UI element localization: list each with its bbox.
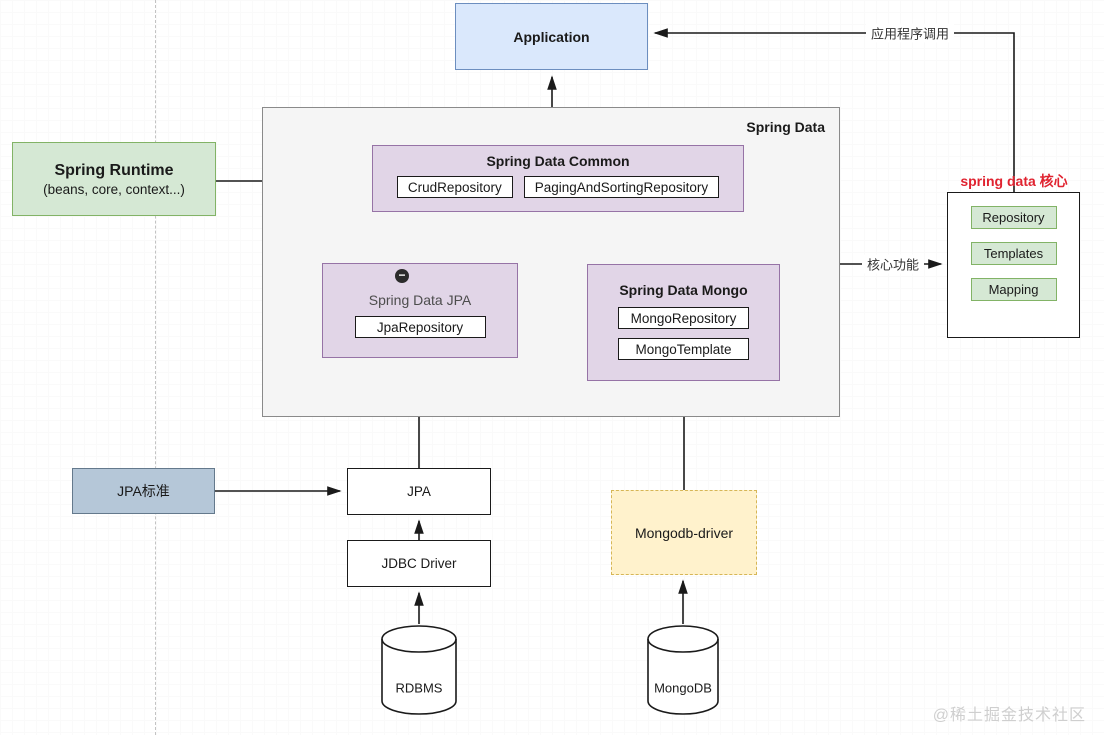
spring-runtime-node: Spring Runtime (beans, core, context...) xyxy=(12,142,216,216)
edge-label-core-function: 核心功能 xyxy=(861,254,925,274)
jdbc-driver-node: JDBC Driver xyxy=(347,540,491,587)
mongorepository-chip: MongoRepository xyxy=(618,307,749,329)
application-label: Application xyxy=(513,28,590,45)
spring-data-container-label: Spring Data xyxy=(746,119,825,135)
jpa-node: JPA xyxy=(347,468,491,515)
watermark: @稀土掘金技术社区 xyxy=(932,707,1086,724)
mongo-module-title: Spring Data Mongo xyxy=(619,282,748,298)
edge-corepanel-to-application xyxy=(653,28,1015,192)
jpa-standard-label: JPA标准 xyxy=(117,483,170,499)
collapse-minus-icon[interactable]: − xyxy=(395,269,409,283)
spring-data-common-node: Spring Data Common CrudRepository Paging… xyxy=(372,145,744,212)
runtime-title: Spring Runtime xyxy=(54,161,174,179)
application-node: Application xyxy=(455,3,648,70)
common-chip-row: CrudRepository PagingAndSortingRepositor… xyxy=(396,176,720,198)
core-item-mapping: Mapping xyxy=(970,278,1057,301)
pagingandsortingrepository-chip: PagingAndSortingRepository xyxy=(523,176,720,198)
jpa-standard-node: JPA标准 xyxy=(72,468,215,514)
spring-data-mongo-node: Spring Data Mongo MongoRepository MongoT… xyxy=(587,264,780,381)
jdbc-driver-label: JDBC Driver xyxy=(381,556,457,571)
page-boundary-dashed-line xyxy=(155,0,156,735)
mongodb-label: MongoDB xyxy=(654,680,712,696)
runtime-subtitle: (beans, core, context...) xyxy=(43,181,185,197)
core-item-templates: Templates xyxy=(970,242,1057,265)
core-item-repository: Repository xyxy=(970,206,1057,229)
core-panel-node: Repository Templates Mapping xyxy=(947,192,1080,338)
mongodb-driver-node: Mongodb-driver xyxy=(611,490,757,575)
edge-label-app-call: 应用程序调用 xyxy=(865,23,955,43)
spring-data-jpa-node: − Spring Data JPA JpaRepository xyxy=(322,263,518,358)
common-title: Spring Data Common xyxy=(486,153,630,169)
crudrepository-chip: CrudRepository xyxy=(396,176,513,198)
jpa-label: JPA xyxy=(407,484,431,499)
mongodb-driver-label: Mongodb-driver xyxy=(634,524,734,541)
jpa-module-title: Spring Data JPA xyxy=(368,292,472,308)
rdbms-cylinder xyxy=(381,625,457,715)
spring-data-core-heading: spring data 核心 xyxy=(960,173,1068,189)
mongodb-cylinder xyxy=(647,625,719,715)
rdbms-label: RDBMS xyxy=(395,680,443,696)
mongotemplate-chip: MongoTemplate xyxy=(618,338,749,360)
jparepository-chip: JpaRepository xyxy=(354,316,486,338)
